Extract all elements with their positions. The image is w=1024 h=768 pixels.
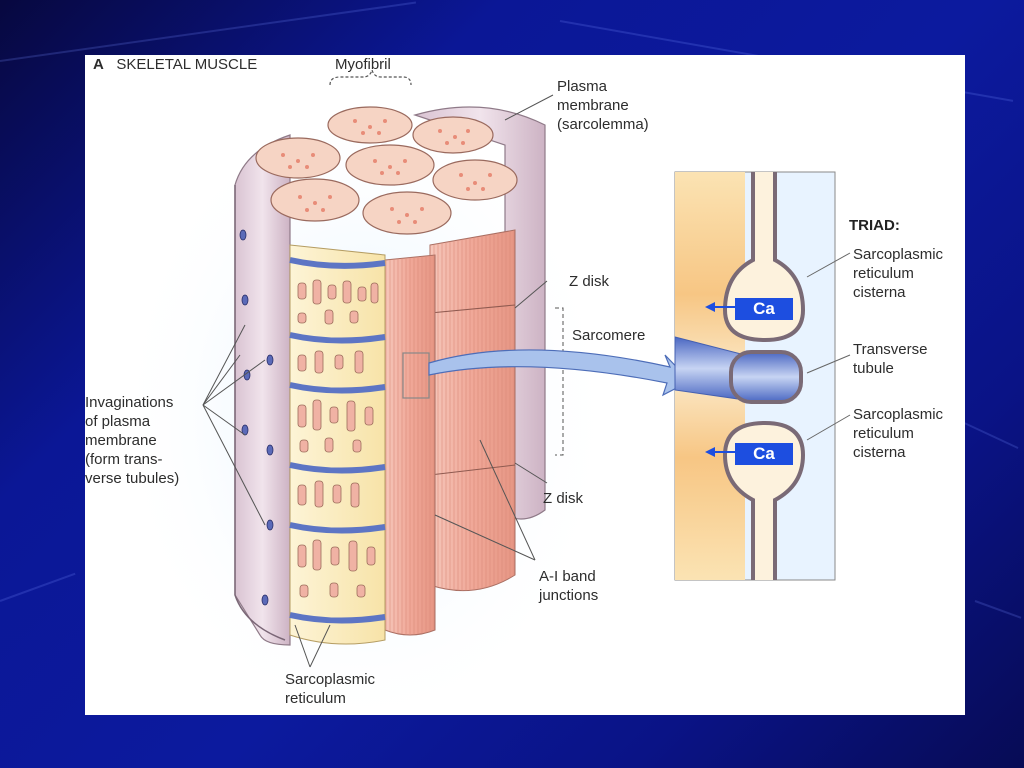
label-sarcomere: Sarcomere — [572, 327, 646, 344]
diagram-panel: A SKELETAL MUSCLE Myofibril Plasma membr… — [85, 55, 965, 715]
background-streak — [974, 600, 1022, 619]
background-streak — [959, 420, 1019, 449]
t-tubule-openings — [239, 229, 274, 606]
label-z-disk-top: Z disk — [569, 273, 610, 290]
triad-detail — [674, 171, 851, 581]
label-z-disk-bottom: Z disk — [543, 490, 584, 507]
myofibril-column-middle — [384, 254, 436, 636]
calcium-badge-top: Ca — [735, 298, 793, 320]
label-sarcoplasmic-reticulum: Sarcoplasmic reticulum — [285, 671, 376, 707]
triad-title: TRIAD: — [849, 217, 900, 234]
label-sr-cisterna-bottom: Sarcoplasmic reticulum cisterna — [853, 406, 944, 461]
calcium-badge-bottom: Ca — [735, 443, 793, 465]
panel-letter: A — [93, 56, 104, 73]
label-sr-cisterna-top: Sarcoplasmic reticulum cisterna — [853, 246, 944, 301]
myofibril-column-right — [429, 229, 516, 592]
sarcoplasmic-reticulum-column — [289, 244, 386, 645]
label-ai-band-junctions: A-I band junctions — [539, 568, 599, 604]
label-myofibril: Myofibril — [335, 56, 391, 73]
myofibril-dots — [281, 119, 492, 224]
panel-title: SKELETAL MUSCLE — [116, 56, 258, 73]
label-transverse-tubule: Transverse tubule — [853, 341, 928, 377]
label-plasma-membrane: Plasma membrane (sarcolemma) — [557, 78, 649, 133]
sarcolemma-left — [234, 134, 291, 646]
label-invaginations: Invaginations of plasma membrane (form t… — [85, 394, 180, 487]
panel-heading: A SKELETAL MUSCLE — [93, 55, 257, 74]
background-streak — [0, 572, 76, 602]
leader-lines — [202, 94, 554, 668]
myofibril-brace — [329, 67, 412, 86]
sarcomere-bracket — [555, 307, 564, 456]
background-streak — [0, 1, 417, 62]
skeletal-muscle-illustration — [115, 67, 851, 715]
